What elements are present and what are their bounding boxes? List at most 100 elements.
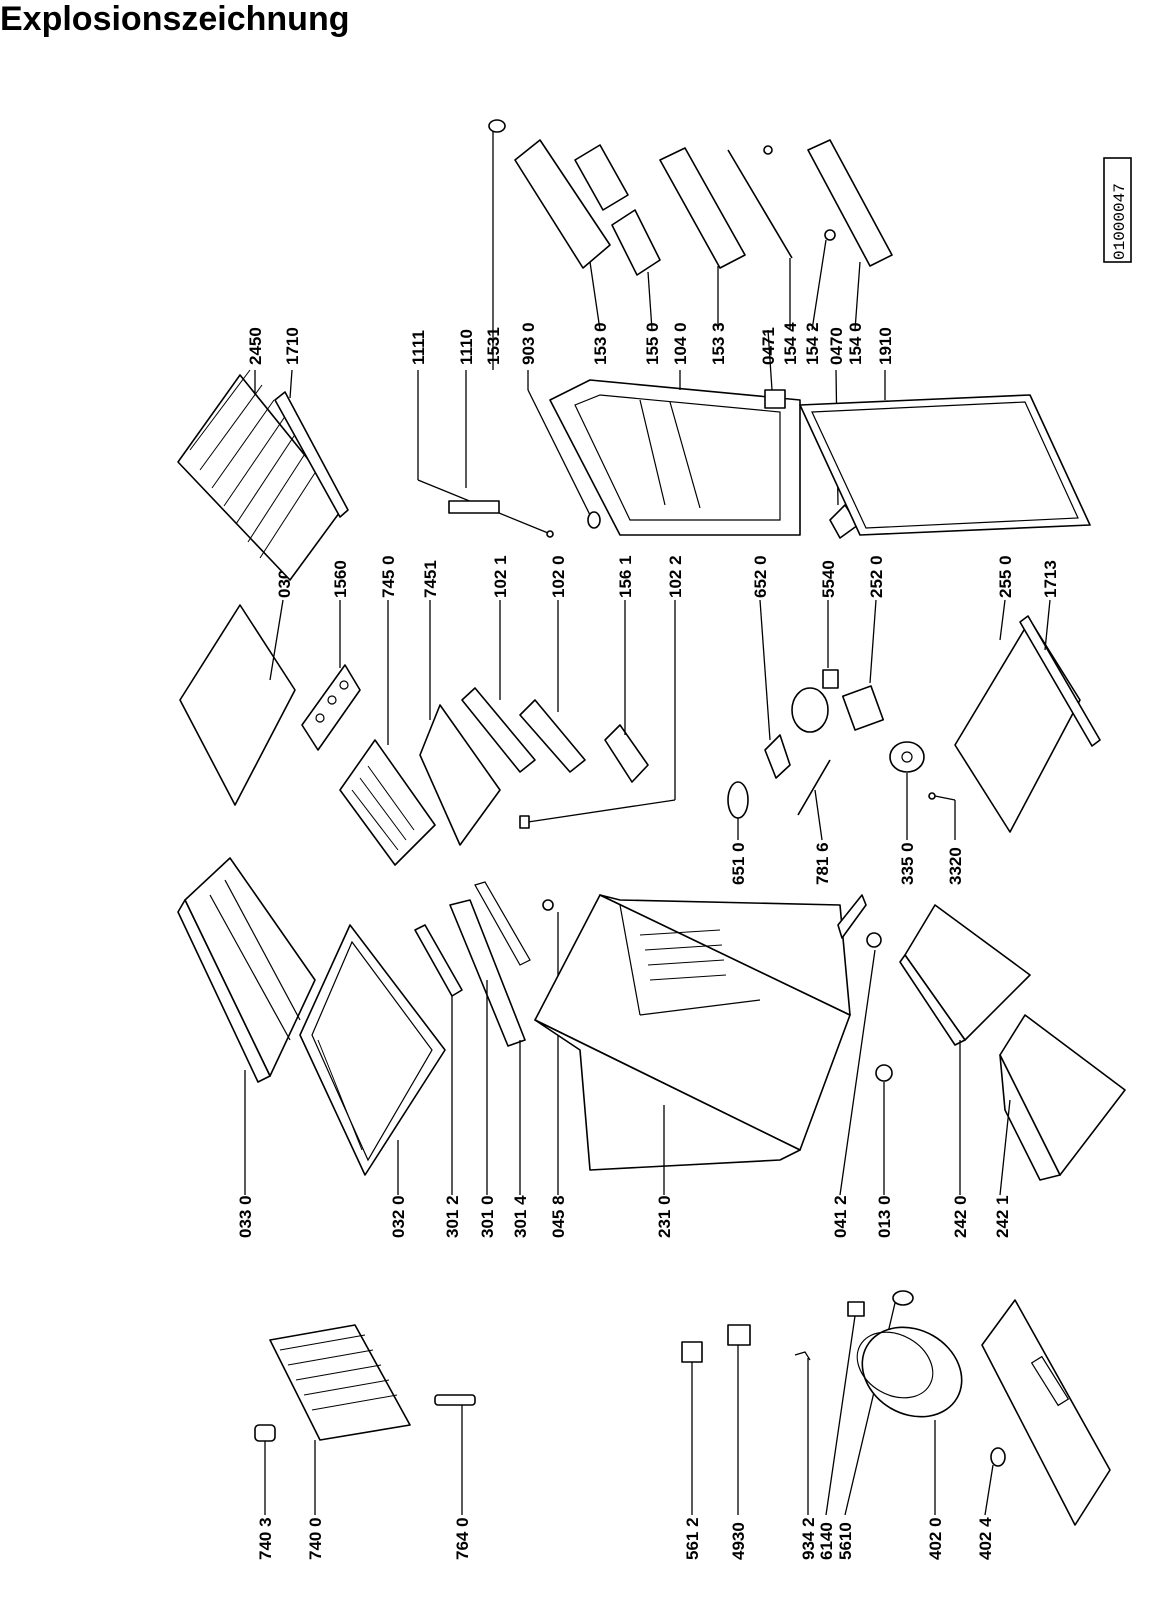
part-knob-6510 xyxy=(727,781,749,819)
label-1021: 102 1 xyxy=(491,555,510,598)
label-5610: 5610 xyxy=(836,1522,855,1560)
part-strip-1710 xyxy=(274,391,349,518)
label-2550: 255 0 xyxy=(996,555,1015,598)
label-1710: 1710 xyxy=(283,327,302,365)
part-foot xyxy=(875,1064,893,1082)
part-cabinet xyxy=(534,894,851,1171)
label-2450: 2450 xyxy=(246,327,265,365)
label-1560: 1560 xyxy=(331,560,350,598)
label-3010: 301 0 xyxy=(478,1195,497,1238)
label-4930: 4930 xyxy=(729,1522,748,1560)
part-rod-7816 xyxy=(797,759,831,816)
part-relay-5612 xyxy=(681,1341,703,1363)
part-top-cover xyxy=(177,857,316,1083)
part-egg-tray-1560 xyxy=(301,664,361,751)
part-dryer-7640 xyxy=(434,1394,476,1406)
label-2520: 252 0 xyxy=(867,555,886,598)
label-1040: 104 0 xyxy=(671,322,690,365)
label-4020: 402 0 xyxy=(926,1517,945,1560)
label-6140: 6140 xyxy=(817,1522,836,1560)
label-9342: 934 2 xyxy=(799,1517,818,1560)
leader-0471 xyxy=(767,329,773,391)
label-1110: 1110 xyxy=(457,329,476,365)
drawing-number-text: 01000047 xyxy=(1111,183,1129,260)
label-0412: 041 2 xyxy=(831,1195,850,1238)
leader-2520 xyxy=(869,599,877,684)
label-3012: 301 2 xyxy=(443,1195,462,1238)
label-1544: 154 4 xyxy=(781,322,800,365)
label-1713: 1713 xyxy=(1041,560,1060,598)
part-knob-3350 xyxy=(889,741,925,773)
part-6140 xyxy=(847,1301,865,1317)
leader-2550 xyxy=(999,599,1006,641)
label-1550: 155 0 xyxy=(643,322,662,365)
leader-6520 xyxy=(759,599,771,741)
label-2421: 242 1 xyxy=(993,1195,1012,1238)
part-9342 xyxy=(794,1351,811,1361)
part-crisper-2421 xyxy=(999,1014,1126,1181)
part-strip-1713 xyxy=(1019,615,1101,747)
label-1531: 1531 xyxy=(484,327,503,365)
part-plate-2550 xyxy=(954,619,1081,833)
part-condenser-7400 xyxy=(269,1324,411,1441)
label-7640: 764 0 xyxy=(453,1517,472,1560)
label-0471: 0471 xyxy=(759,327,778,365)
label-0470: 0470 xyxy=(827,327,846,365)
leader-2421 xyxy=(999,1099,1011,1196)
label-3014: 301 4 xyxy=(511,1195,530,1238)
part-plate-0300 xyxy=(179,604,296,806)
part-door-shelf-1540 xyxy=(807,139,893,267)
part-rod-1544 xyxy=(727,149,793,259)
label-6520: 652 0 xyxy=(751,555,770,598)
label-2310: 231 0 xyxy=(655,1195,674,1238)
label-6510: 651 0 xyxy=(729,842,748,885)
label-5612: 561 2 xyxy=(683,1517,702,1560)
leader-6140 xyxy=(825,1315,856,1516)
leader-1540 xyxy=(854,261,861,331)
part-flap-1020 xyxy=(519,699,586,773)
part-flap-1021 xyxy=(461,687,536,773)
label-1533: 153 3 xyxy=(709,322,728,365)
label-0130: 013 0 xyxy=(875,1195,894,1238)
part-gasket-1910 xyxy=(799,394,1091,536)
label-7450: 745 0 xyxy=(379,555,398,598)
part-thermostat-6520 xyxy=(764,734,791,779)
label-7451: 7451 xyxy=(421,560,440,598)
part-bolt-1110 xyxy=(448,500,500,514)
part-4024 xyxy=(990,1447,1006,1467)
label-1111: 1111 xyxy=(409,330,428,365)
part-5610 xyxy=(892,1290,914,1306)
part-door-shelf-1530 xyxy=(514,139,611,269)
part-glass-shelf xyxy=(299,924,446,1176)
part-base-plate xyxy=(981,1299,1111,1526)
label-0320: 032 0 xyxy=(389,1195,408,1238)
part-screw-0458 xyxy=(542,899,554,911)
part-lamp-2520 xyxy=(841,685,885,731)
part-door-shelf-1533 xyxy=(659,147,746,269)
part-9030 xyxy=(587,511,601,529)
part-egg-tray-1550b xyxy=(611,209,661,276)
leader-0300 xyxy=(269,599,284,681)
part-evaporator-7450 xyxy=(339,739,436,866)
label-0458: 045 8 xyxy=(549,1195,568,1238)
label-7816: 781 6 xyxy=(813,842,832,885)
part-hinge xyxy=(837,894,882,948)
label-3320: 3320 xyxy=(946,847,965,885)
part-pin-1531 xyxy=(488,119,506,133)
leader-7816 xyxy=(814,789,823,841)
label-7400: 740 0 xyxy=(306,1517,325,1560)
part-clip-1022 xyxy=(519,815,530,829)
part-screw-0471 xyxy=(763,145,773,155)
leader-1542 xyxy=(811,239,827,331)
part-7403 xyxy=(254,1424,276,1442)
label-3350: 335 0 xyxy=(898,842,917,885)
part-strips xyxy=(414,881,531,1047)
leader-1713 xyxy=(1044,599,1051,651)
label-1910: 1910 xyxy=(876,327,895,365)
label-1540: 154 0 xyxy=(846,322,865,365)
label-4024: 402 4 xyxy=(976,1517,995,1560)
part-lamp-5540 xyxy=(791,669,839,733)
label-1542: 154 2 xyxy=(803,322,822,365)
leader-1530 xyxy=(589,261,601,331)
